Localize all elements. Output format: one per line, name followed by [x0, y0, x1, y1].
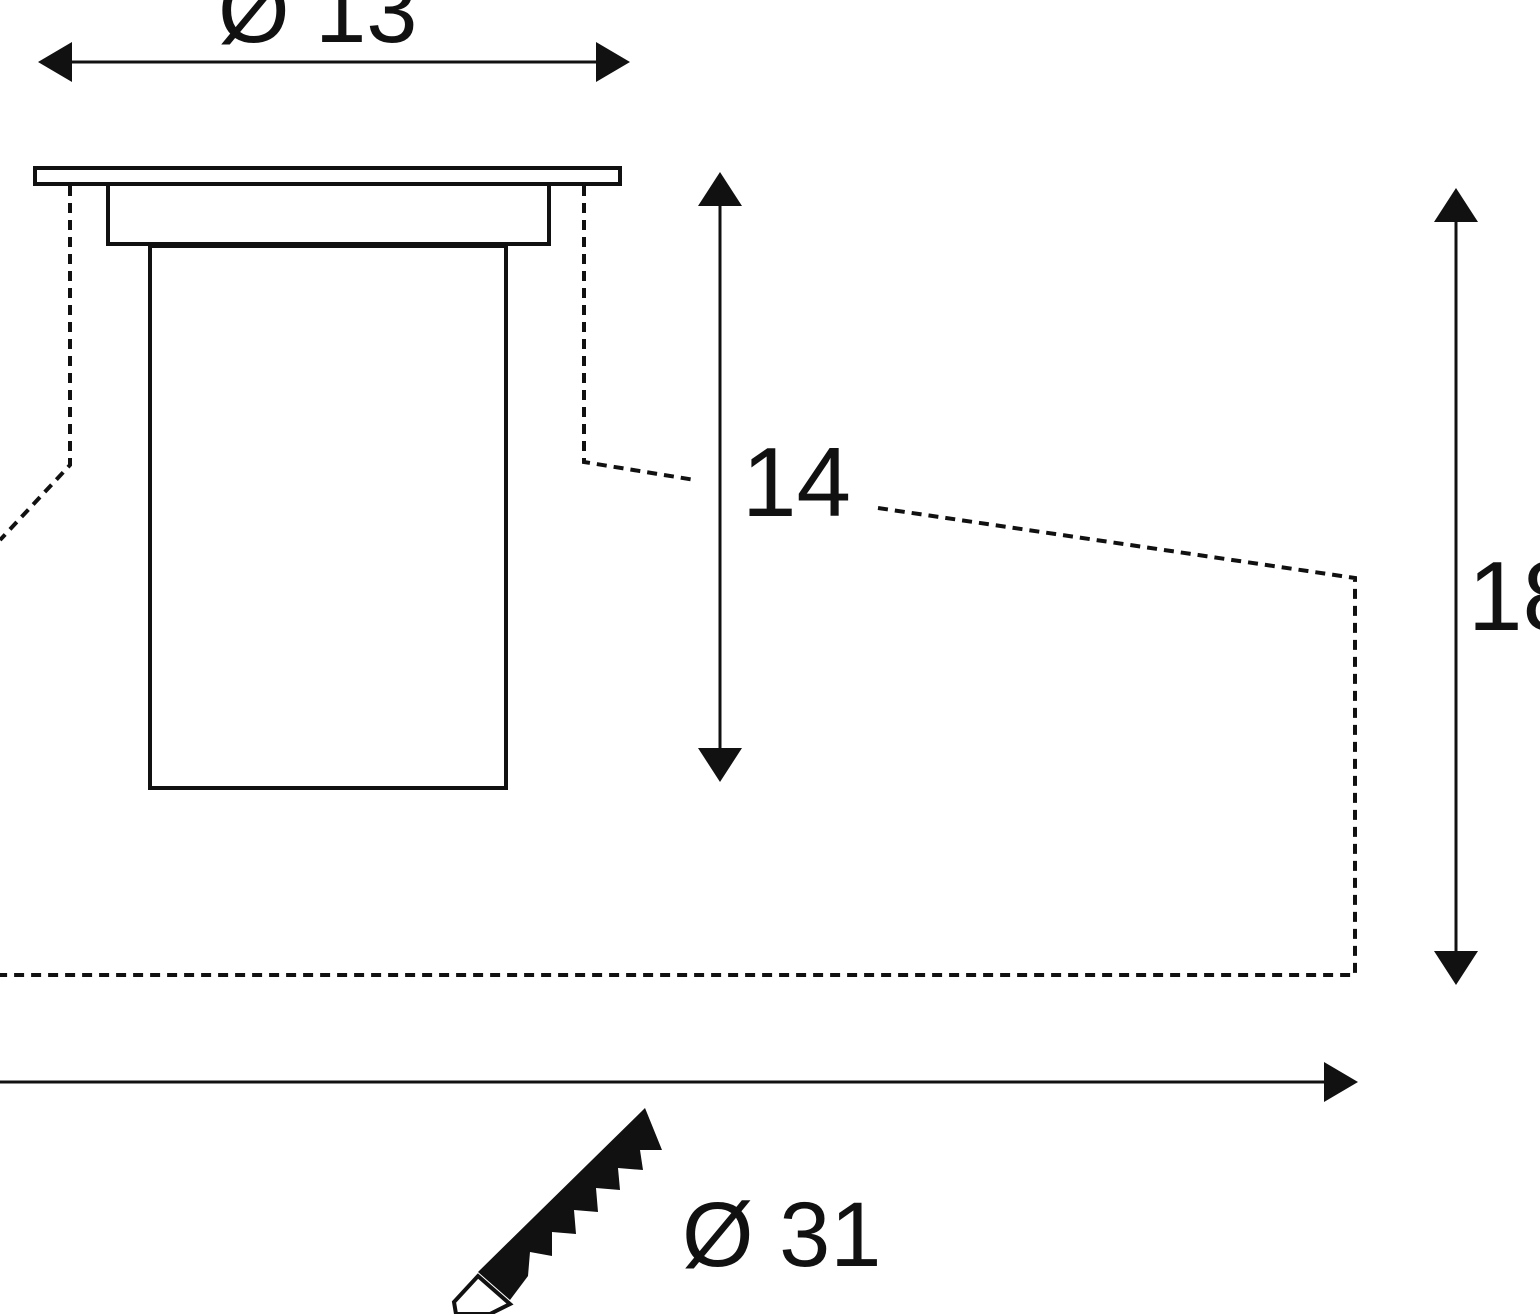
installation-sleeve-outline: [0, 186, 1357, 977]
sleeve-right-edge: [582, 186, 696, 482]
top-diameter-dimension: Ø 13: [38, 0, 630, 82]
drill-bit-shank: [451, 1273, 514, 1314]
fixture-height-label: 14: [742, 427, 851, 537]
top-diameter-arrow-right: [596, 42, 630, 82]
bottom-width-dimension: [0, 1062, 1358, 1102]
total-height-dimension: 18: [1434, 188, 1540, 985]
fixture-flange: [33, 166, 622, 186]
drill-bit-icon: [451, 1108, 662, 1314]
total-height-arrow-bottom: [1434, 951, 1478, 985]
sleeve-left-edge: [0, 186, 72, 542]
fixture-height-arrow-bottom: [698, 748, 742, 782]
bottom-diameter-label: Ø 31: [682, 1184, 881, 1286]
fixture-height-arrow-top: [698, 172, 742, 206]
total-height-label: 18: [1468, 541, 1540, 651]
fixture-collar: [106, 182, 551, 246]
top-diameter-label: Ø 13: [218, 0, 417, 62]
top-diameter-arrow-left: [38, 42, 72, 82]
total-height-arrow-top: [1434, 188, 1478, 222]
drill-bit-teeth: [478, 1108, 662, 1300]
bottom-width-arrow-right: [1324, 1062, 1358, 1102]
sleeve-bottom-edge: [0, 506, 1357, 977]
fixture-height-dimension: 14: [698, 172, 851, 782]
fixture-body: [148, 244, 508, 790]
